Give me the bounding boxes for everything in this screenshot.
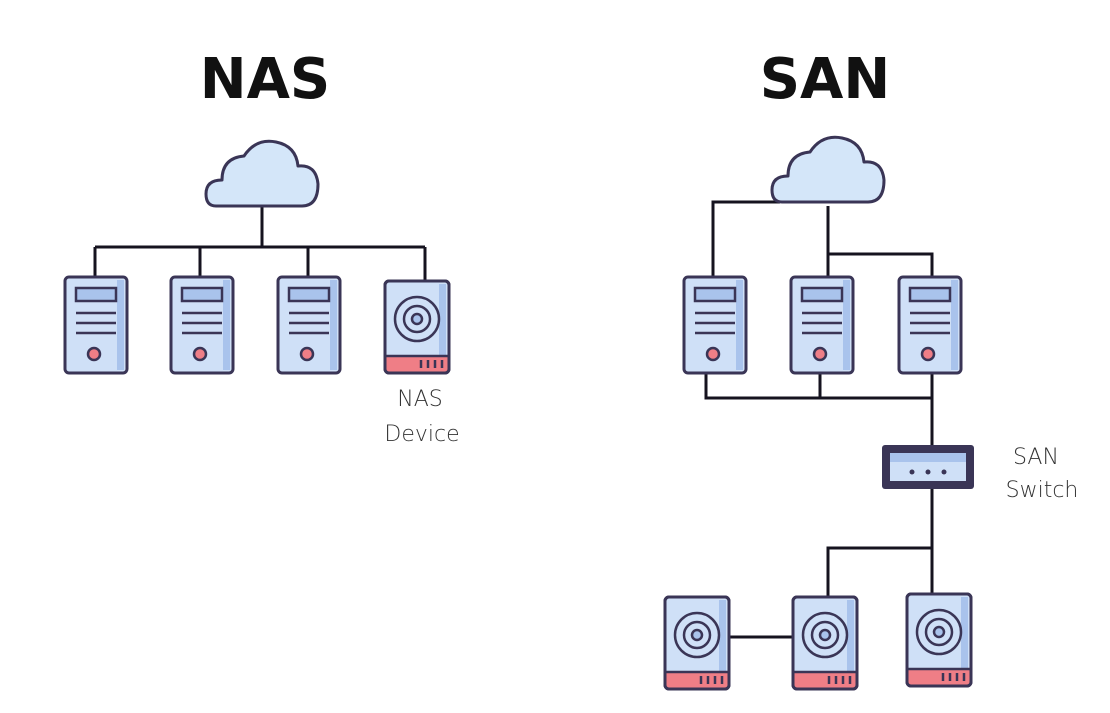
server-icon [897, 275, 963, 375]
nas-title: NAS [200, 47, 331, 112]
san-title: SAN [760, 47, 891, 112]
nas-device-label-line2: Device [384, 422, 459, 447]
storage-drive-icon [905, 592, 973, 688]
san-switch-label-line1: SAN [1013, 445, 1059, 470]
switch-icon [882, 445, 974, 489]
storage-drive-icon [791, 595, 859, 691]
server-icon [682, 275, 748, 375]
cloud-icon [770, 135, 886, 204]
cloud-icon [204, 139, 320, 208]
san-wires [704, 200, 934, 639]
nas-device-label-line1: NAS [397, 387, 442, 412]
nas-section: NAS NAS Device [63, 47, 460, 447]
nas-wires [93, 207, 427, 281]
server-icon [63, 275, 129, 375]
san-switch-label-line2: Switch [1006, 478, 1079, 503]
server-icon [789, 275, 855, 375]
server-icon [169, 275, 235, 375]
san-section: SAN SAN Switch [663, 47, 1079, 691]
storage-drive-icon [383, 279, 451, 375]
server-icon [276, 275, 342, 375]
storage-drive-icon [663, 595, 731, 691]
